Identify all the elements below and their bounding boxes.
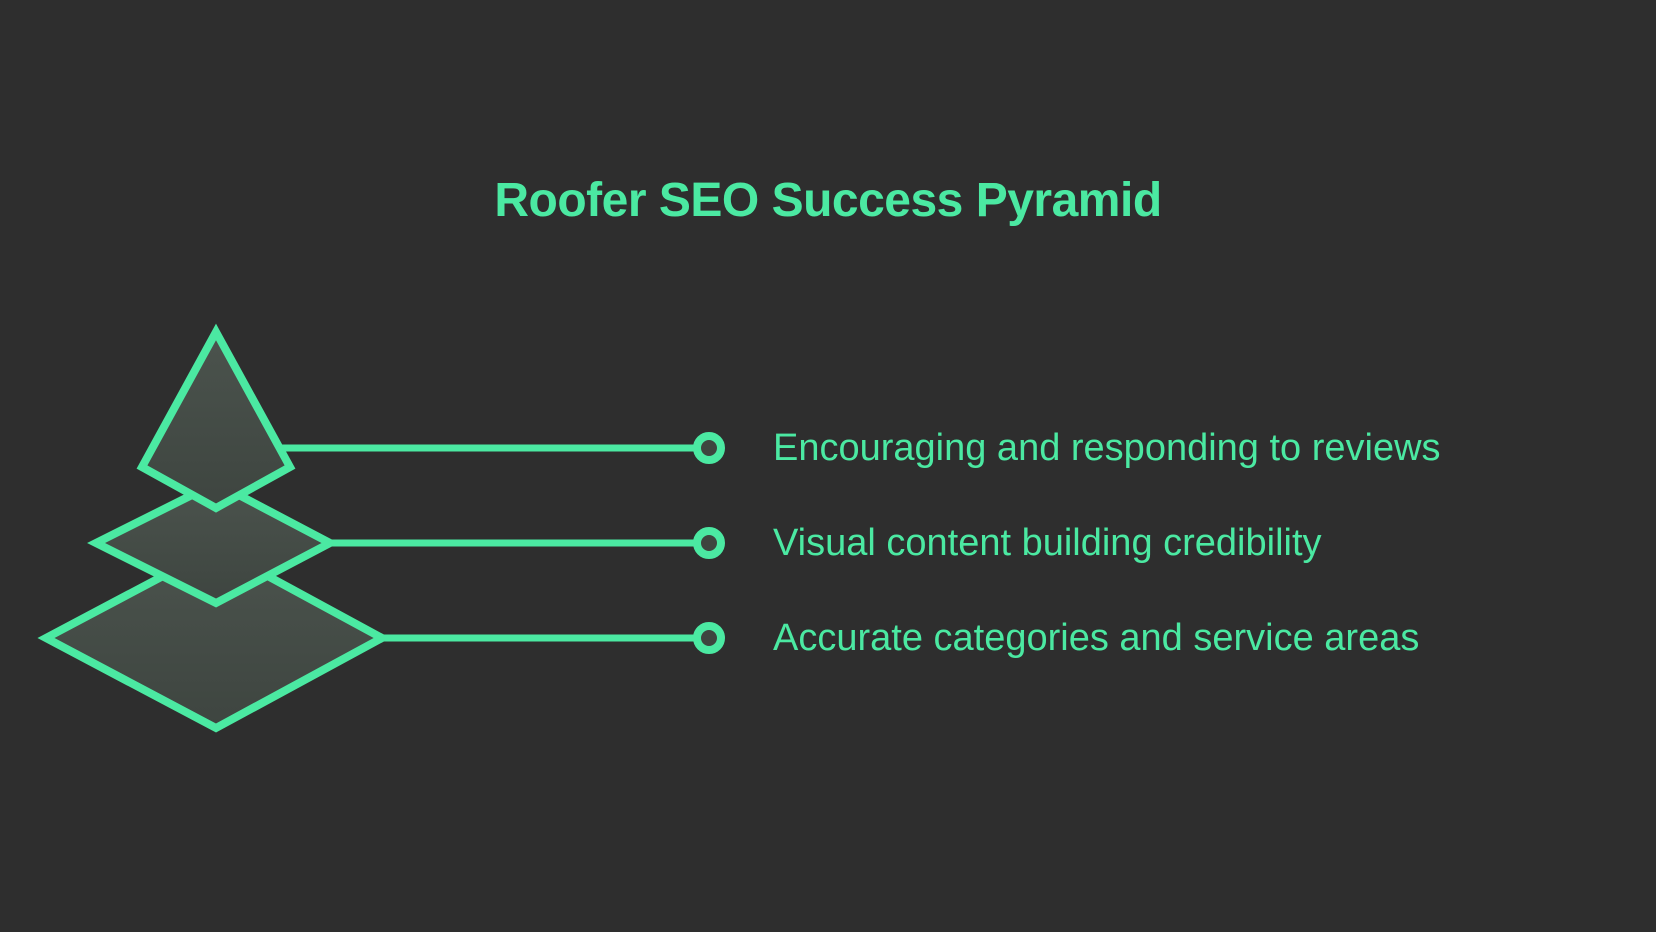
pyramid-level-1-shape xyxy=(136,323,296,513)
item-label-2: Visual content building credibility xyxy=(773,521,1322,564)
pyramid-level-2-shape xyxy=(87,478,339,608)
connector-dot-1 xyxy=(693,432,725,464)
page-title: Roofer SEO Success Pyramid xyxy=(494,173,1162,227)
item-label-1: Encouraging and responding to reviews xyxy=(773,426,1441,469)
pyramid-level-3-shape xyxy=(37,543,391,733)
item-label-3: Accurate categories and service areas xyxy=(773,616,1420,659)
connector-dot-3 xyxy=(693,622,725,654)
connector-dot-2 xyxy=(693,527,725,559)
